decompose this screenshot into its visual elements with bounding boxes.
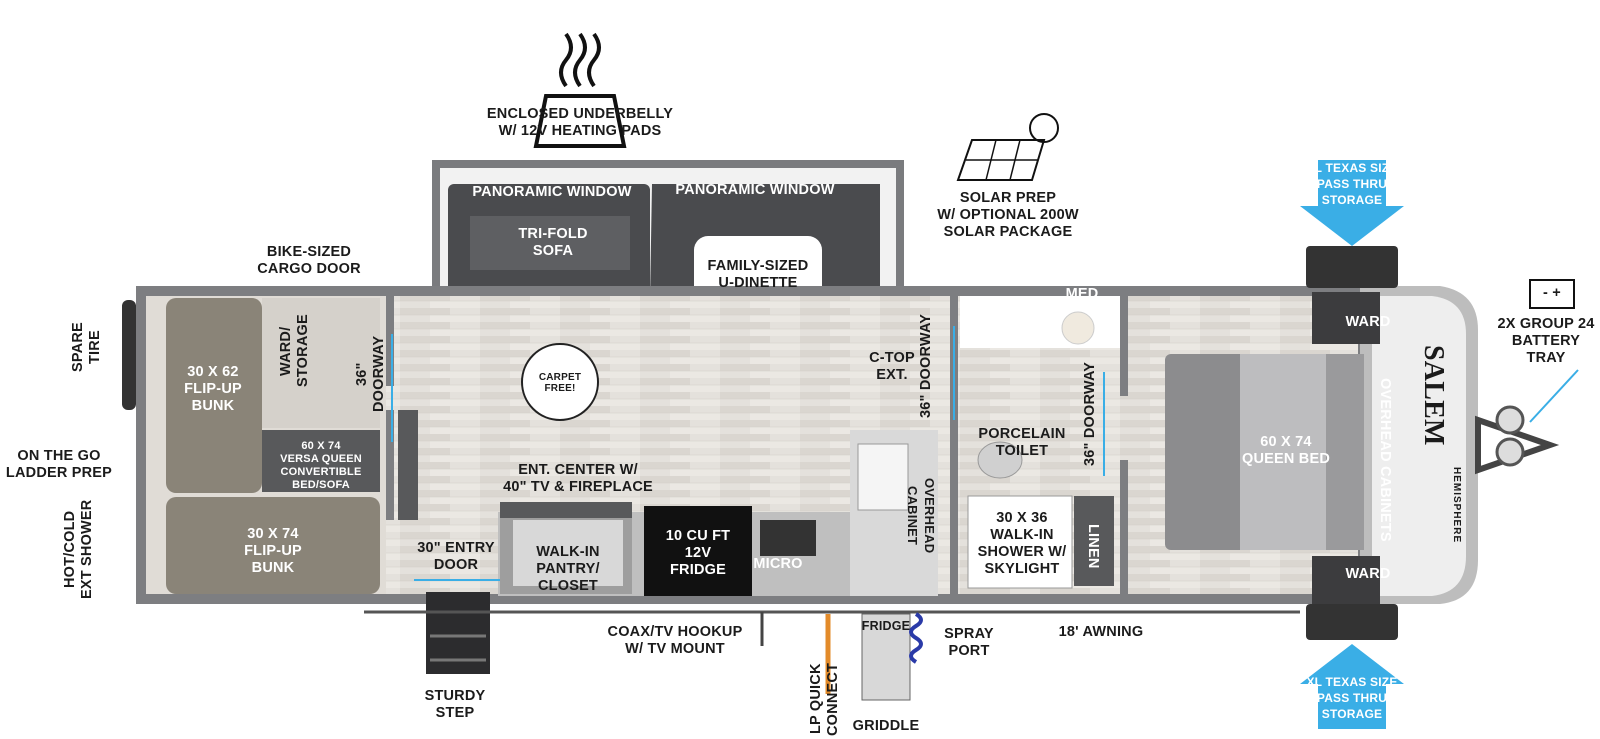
bunk-top-label: 30 X 62 FLIP-UP BUNK	[184, 364, 242, 414]
linen-shape	[1074, 496, 1114, 586]
bike-door-label: BIKE-SIZED CARGO DOOR	[257, 244, 361, 277]
underbelly-icon	[533, 94, 627, 148]
doorway-36-right-label: 36" DOORWAY	[1082, 361, 1098, 467]
coax-label: COAX/TV HOOKUP W/ TV MOUNT	[607, 624, 743, 657]
pass-thru-top-arrow	[1300, 160, 1404, 246]
ward-bottom-shape	[1312, 556, 1380, 608]
shower-shape	[967, 495, 1073, 589]
battery-icon	[1529, 279, 1575, 309]
sink	[857, 443, 909, 511]
linen-label: LINEN	[1085, 523, 1101, 569]
pantry-shape	[513, 520, 623, 586]
micro-label: MICRO	[753, 556, 803, 572]
stove	[760, 520, 816, 556]
overhead-cabinets-label: OVERHEAD CABINETS	[1377, 378, 1393, 542]
griddle-shape	[861, 613, 911, 701]
med-cabinet	[960, 296, 1120, 348]
spray-port-label: SPRAY PORT	[944, 626, 994, 659]
lp-label: LP QUICK CONNECT	[808, 662, 841, 736]
bunk-bottom-shape	[166, 497, 380, 594]
ent-center-label: ENT. CENTER W/ 40" TV & FIREPLACE	[503, 462, 653, 495]
carpet-free-badge	[521, 343, 599, 421]
versa-queen-label: 60 X 74 VERSA QUEEN CONVERTIBLE BED/SOFA	[280, 440, 362, 491]
doorway-36-mid-label: 36" DOORWAY	[918, 313, 934, 419]
toilet-shape	[977, 441, 1023, 479]
ward-top-shape	[1312, 292, 1380, 344]
sofa-label: TRI-FOLD SOFA	[518, 226, 588, 259]
panoramic-window-right: PANORAMIC WINDOW	[675, 182, 835, 198]
versa-bed-shape	[262, 430, 380, 492]
ward-bottom-label: WARD	[1345, 566, 1391, 582]
overhead-cabinet-label: OVERHEAD CABINET	[905, 478, 937, 554]
ladder-label: ON THE GO LADDER PREP	[5, 448, 113, 481]
brand-logo: SALEM	[1418, 344, 1449, 446]
spare-tire-label: SPARE TIRE	[70, 322, 103, 372]
ext-shower-label: HOT/COLD EXT SHOWER	[62, 499, 95, 599]
pass-thru-bottom-label: XL TEXAS SIZE PASS THRU STORAGE	[1306, 675, 1398, 721]
ward-storage-label: WARD/ STORAGE	[278, 314, 311, 388]
fridge-shape	[644, 506, 752, 596]
ward-top-label: WARD	[1345, 314, 1391, 330]
bunk-bottom-label: 30 X 74 FLIP-UP BUNK	[244, 526, 302, 576]
pass-thru-top-label: XL TEXAS SIZE PASS THRU STORAGE	[1306, 161, 1398, 207]
battery-label: 2X GROUP 24 BATTERY TRAY	[1497, 316, 1595, 366]
underbelly-label: ENCLOSED UNDERBELLY W/ 12V HEATING PADS	[486, 106, 674, 139]
fridge-ext-label: FRIDGE	[861, 619, 911, 633]
ctop-label: C-TOP EXT.	[869, 350, 915, 383]
solar-label: SOLAR PREP W/ OPTIONAL 200W SOLAR PACKAG…	[937, 190, 1079, 240]
battery-symbol: - +	[1543, 285, 1561, 301]
fridge-label: 10 CU FT 12V FRIDGE	[665, 528, 731, 578]
bunk-top-shape	[166, 298, 262, 493]
sturdy-step-label: STURDY STEP	[424, 688, 486, 721]
toilet-label: PORCELAIN TOILET	[978, 426, 1066, 459]
carpet-free-label: CARPET FREE!	[538, 372, 582, 394]
brand-sub-logo: HEMISPHERE	[1451, 466, 1462, 544]
med-label: MED	[1065, 286, 1099, 302]
entry-door-label: 30" ENTRY DOOR	[417, 540, 495, 573]
pass-thru-bottom-arrow	[1300, 644, 1404, 729]
awning-label: 18' AWNING	[1058, 624, 1144, 640]
doorway-36-left-label: 36" DOORWAY	[354, 335, 387, 413]
shower-label: 30 X 36 WALK-IN SHOWER W/ SKYLIGHT	[977, 510, 1067, 577]
pantry-label: WALK-IN PANTRY/ CLOSET	[536, 544, 600, 594]
spare-tire-shape	[122, 300, 136, 410]
queen-bed-label: 60 X 74 QUEEN BED	[1241, 434, 1330, 467]
dinette-label: FAMILY-SIZED U-DINETTE	[707, 258, 809, 291]
step-shape	[426, 592, 490, 674]
griddle-label: GRIDDLE	[852, 718, 920, 734]
panoramic-window-left: PANORAMIC WINDOW	[472, 184, 632, 200]
